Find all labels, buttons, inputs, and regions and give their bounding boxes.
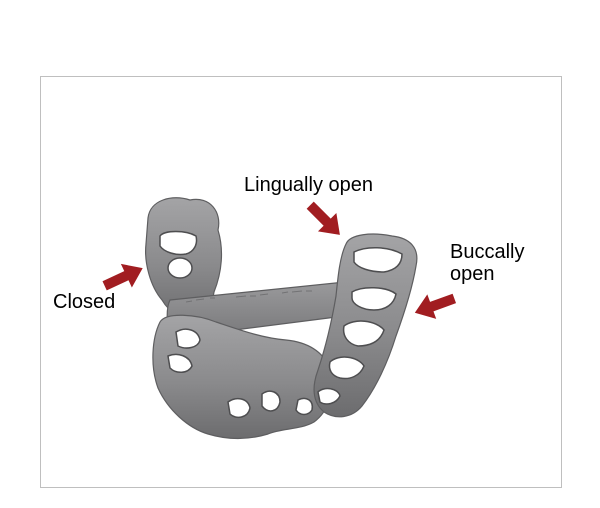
arrow-lingually-open bbox=[306, 201, 340, 235]
label-buccally-open-line1: Buccally bbox=[450, 241, 525, 263]
label-lingually-open: Lingually open bbox=[244, 174, 373, 196]
arrow-closed bbox=[102, 263, 143, 291]
label-closed: Closed bbox=[53, 291, 116, 313]
arrow-buccally-open bbox=[414, 293, 457, 319]
label-buccally-open: Buccally open bbox=[450, 241, 524, 285]
guide-anterior-arch bbox=[152, 314, 333, 440]
surgical-guide-icon bbox=[145, 197, 418, 440]
arrow-icon bbox=[102, 201, 457, 319]
label-buccally-open-line2: open bbox=[450, 263, 495, 285]
